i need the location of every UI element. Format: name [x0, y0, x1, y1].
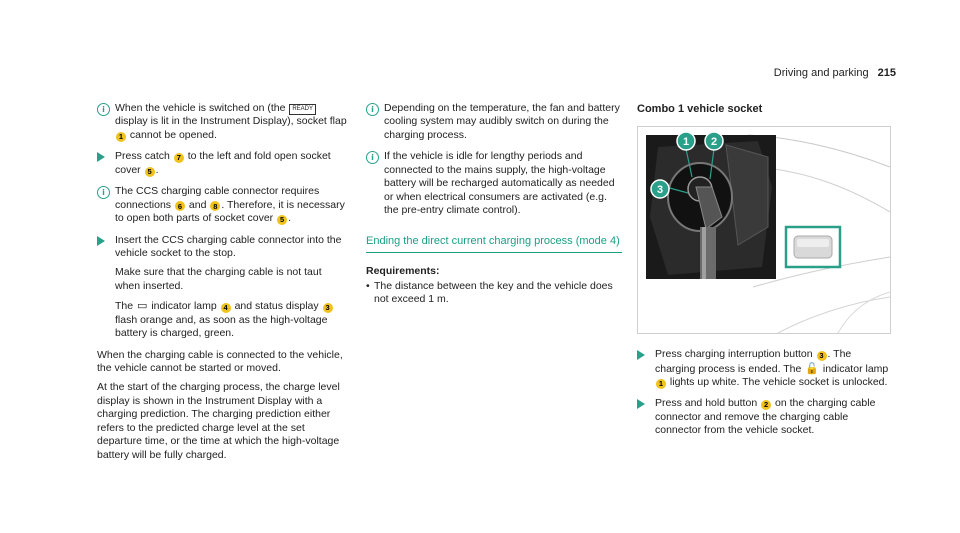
instruction-step: Press and hold button 2 on the charging … [637, 397, 893, 437]
note-text: . [288, 212, 292, 225]
callout-badge: 4 [220, 303, 231, 314]
ready-symbol: READY [289, 104, 317, 115]
step-arrow-icon [97, 152, 105, 163]
info-note: i The CCS charging cable connector requi… [97, 185, 347, 225]
callout-badge: 8 [210, 201, 221, 212]
callout-3: 3 [657, 184, 663, 196]
callout-badge: 3 [816, 350, 827, 361]
indicator-lamp-icon: ▭ [137, 299, 148, 313]
callout-badge: 7 [173, 153, 184, 164]
requirement-item: • The distance between the key and the v… [366, 280, 622, 307]
step-text: Insert the CCS charging cable connector … [115, 233, 342, 259]
step-text: flash orange and, as soon as the high-vo… [115, 313, 328, 340]
figure-title: Combo 1 vehicle socket [637, 103, 763, 115]
info-icon: i [97, 186, 110, 200]
callout-2: 2 [711, 136, 717, 148]
step-arrow-icon [637, 399, 645, 410]
info-icon: i [366, 151, 379, 165]
callout-badge: 3 [322, 303, 333, 314]
info-icon: i [97, 103, 110, 116]
step-text: indicator lamp [151, 300, 217, 313]
vehicle-socket-figure: 1 2 3 [637, 126, 891, 335]
section-title: Driving and parking [773, 67, 869, 79]
note-text: display is lit in the Instrument Display… [115, 115, 347, 128]
callout-badge: 1 [656, 378, 666, 389]
callout-1: 1 [683, 136, 689, 148]
instruction-step: Press catch 7 to the left and fold open … [97, 150, 347, 177]
unlock-icon: 🔓 [805, 361, 819, 375]
column-2: i Depending on the temperature, the fan … [366, 102, 622, 307]
step-text: and status display [234, 300, 319, 313]
step-text: . [155, 163, 159, 176]
instruction-step: Press charging interruption button 3. Th… [637, 348, 893, 389]
step-text: Press and hold button [655, 397, 758, 410]
section-heading: Ending the direct current charging proce… [366, 234, 622, 253]
step-text: Press charging interruption button [655, 348, 813, 361]
info-icon: i [366, 103, 379, 116]
info-note: i When the vehicle is switched on (the R… [97, 102, 347, 142]
step-text: . The charging process is ended. The [655, 348, 852, 375]
callout-badge: 6 [174, 201, 185, 212]
note-text: Depending on the temperature, the fan an… [384, 102, 620, 141]
column-3: Combo 1 vehicle socket [637, 102, 893, 446]
column-1: i When the vehicle is switched on (the R… [97, 102, 347, 468]
callout-badge: 5 [144, 166, 155, 177]
step-text: indicator lamp [822, 362, 889, 375]
step-arrow-icon [637, 350, 645, 361]
step-text: on the charging cable connector and remo… [655, 397, 876, 437]
step-text: Press catch [115, 150, 170, 163]
step-text: lights up white. The vehicle socket is u… [669, 375, 888, 388]
instruction-step: Insert the CCS charging cable connector … [97, 234, 347, 341]
page-header: Driving and parking 215 [774, 66, 896, 80]
step-text: Make sure that the charging cable is not… [115, 266, 322, 292]
requirement-text: The distance between the key and the veh… [374, 280, 613, 306]
info-note: i If the vehicle is idle for lengthy per… [366, 150, 622, 217]
note-text: If the vehicle is idle for lengthy perio… [384, 150, 615, 217]
callout-badge: 1 [116, 131, 126, 142]
body-paragraph: When the charging cable is connected to … [97, 348, 343, 374]
info-note: i Depending on the temperature, the fan … [366, 102, 622, 142]
step-text: The ▭ indicator lamp 4 and status displa… [115, 299, 347, 340]
page-number: 215 [877, 67, 896, 79]
step-text: to the left and fold open socket cover [115, 150, 331, 176]
note-text: The CCS charging cable connector require… [115, 185, 320, 211]
requirements-title: Requirements: [366, 264, 440, 277]
note-text: cannot be opened. [129, 128, 217, 141]
socket-illustration: 1 2 3 [646, 131, 890, 334]
step-text: The [115, 300, 134, 313]
callout-badge: 2 [761, 400, 772, 411]
note-text: When the vehicle is switched on (the [115, 102, 286, 114]
callout-badge: 5 [277, 214, 288, 225]
note-text: . Therefore, it is necessary to open bot… [115, 198, 345, 225]
step-arrow-icon [97, 235, 105, 246]
body-paragraph: At the start of the charging process, th… [97, 381, 340, 461]
bullet-icon: • [366, 280, 370, 293]
note-text: and [188, 198, 207, 211]
